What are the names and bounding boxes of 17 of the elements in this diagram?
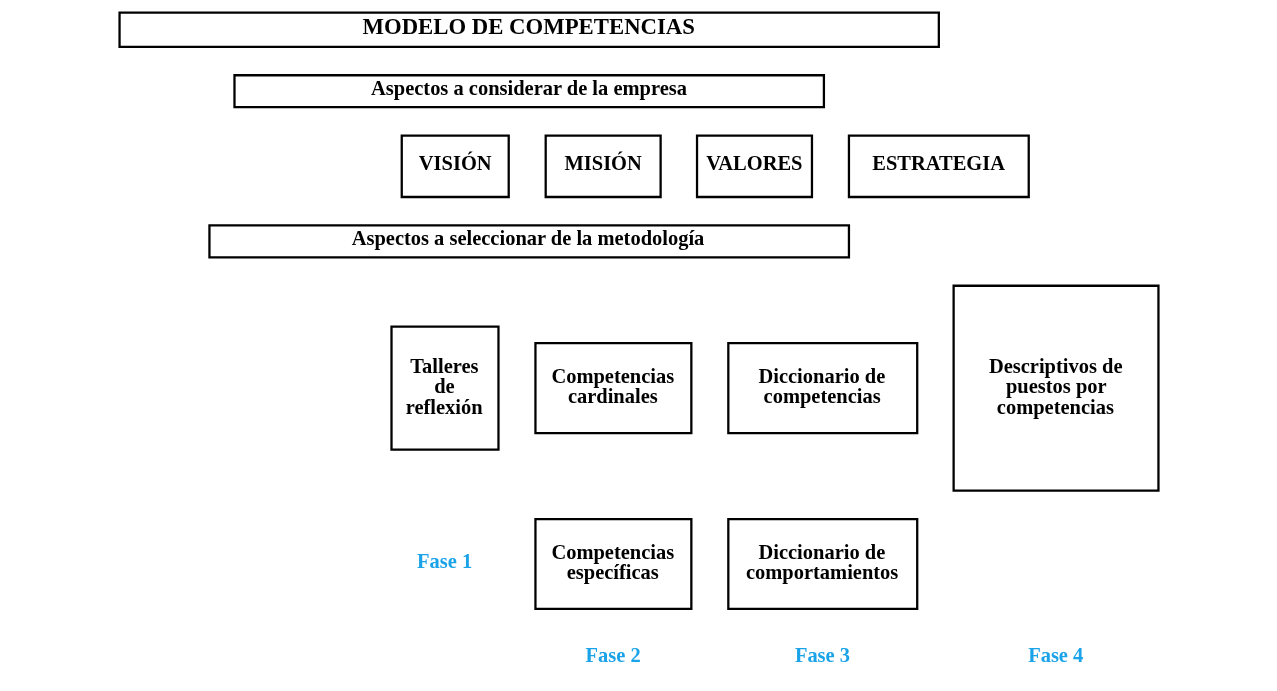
node-box: Diccionario de comportamientos xyxy=(726,517,918,611)
node-box: Diccionario de competencias xyxy=(726,342,918,435)
node-box: MISIÓN xyxy=(544,134,662,199)
label: Fase 3 xyxy=(794,643,850,666)
node-box: Competencias cardinales xyxy=(533,342,692,435)
label: Fase 4 xyxy=(1027,643,1083,666)
node-box: Descriptivos de puestos por competencias xyxy=(952,284,1160,492)
node-box: Talleres de reflexión xyxy=(389,325,500,451)
node-box: VISIÓN xyxy=(400,134,510,199)
label: Fase 2 xyxy=(585,643,641,666)
node-box: Competencias específicas xyxy=(533,517,692,611)
node-box: Aspectos a considerar de la empresa xyxy=(232,74,825,109)
node-box: MODELO DE COMPETENCIAS xyxy=(117,11,940,48)
label: Fase 1 xyxy=(416,549,472,572)
node-box: VALORES xyxy=(695,134,813,199)
node-box: Aspectos a seleccionar de la metodología xyxy=(207,224,850,259)
node-box: ESTRATEGIA xyxy=(847,134,1030,199)
